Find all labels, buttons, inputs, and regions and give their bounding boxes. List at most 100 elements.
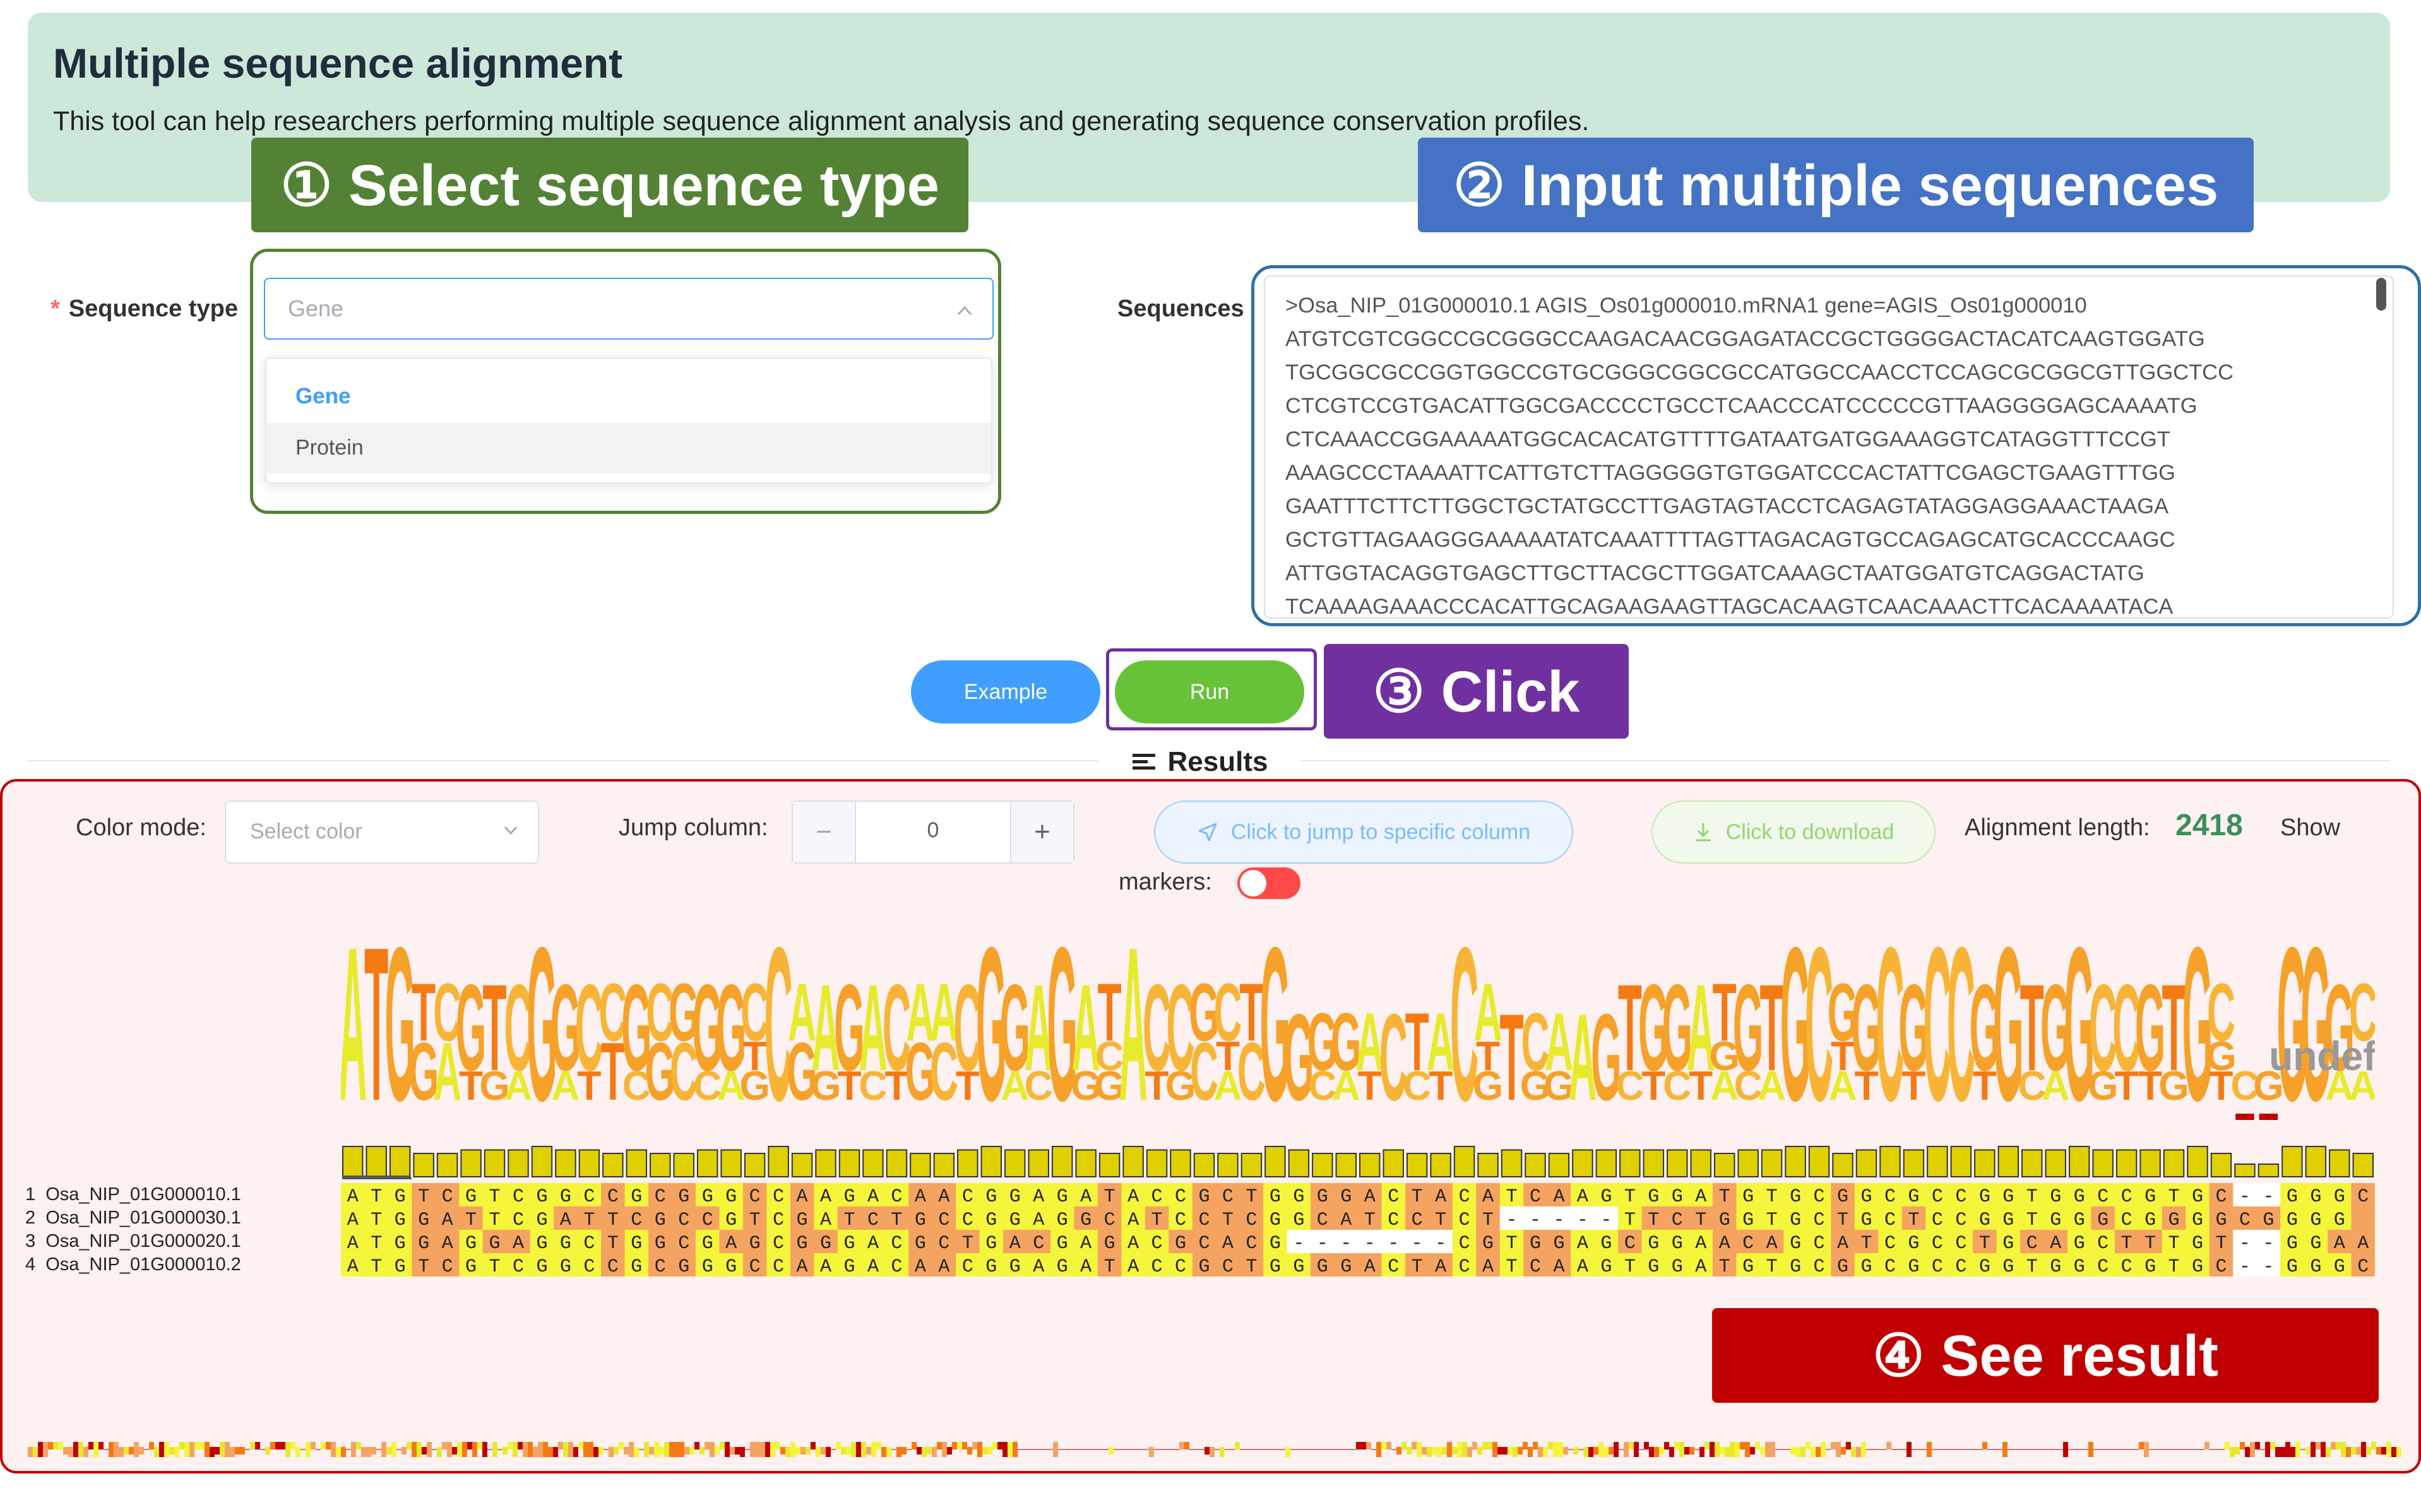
overview-tick	[2285, 1442, 2290, 1457]
logo-letter: G	[1970, 959, 2001, 1097]
logo-letter: G	[1307, 996, 1338, 1088]
overview-tick	[1603, 1447, 1609, 1457]
alignment-cell	[2351, 1183, 2375, 1206]
overview-tick	[1720, 1447, 1725, 1455]
overview-gap	[1139, 1449, 1144, 1450]
conservation-bar	[1406, 1153, 1428, 1177]
alignment-letter: T	[371, 1256, 382, 1278]
example-button[interactable]: Example	[911, 660, 1100, 723]
alignment-cell	[1405, 1230, 1429, 1253]
alignment-letter: T	[2168, 1186, 2180, 1208]
overview-tick	[1851, 1447, 1856, 1457]
alignment-cell	[861, 1253, 886, 1277]
alignment-letter: C	[2357, 1186, 2369, 1208]
alignment-cell	[790, 1206, 814, 1230]
stepper-minus-button[interactable]: −	[793, 802, 856, 862]
alignment-cell	[695, 1183, 720, 1206]
alignment-letter: G	[1908, 1186, 1919, 1208]
alignment-cell	[2209, 1230, 2234, 1253]
alignment-cell	[956, 1206, 980, 1230]
overview-gap	[1093, 1449, 1098, 1450]
conservation-bar	[484, 1149, 506, 1177]
overview-tick	[2386, 1442, 2391, 1457]
chevron-up-icon[interactable]	[953, 299, 976, 322]
alignment-letter: A	[1033, 1210, 1044, 1231]
logo-letter: C	[1095, 1033, 1124, 1079]
alignment-cell	[1689, 1183, 1713, 1206]
alignment-cell	[1429, 1206, 1453, 1230]
logo-letter: G	[905, 1026, 936, 1117]
option-gene-label: Gene	[295, 384, 351, 408]
logo-letter: C	[670, 1026, 698, 1117]
alignment-cell	[2304, 1183, 2328, 1206]
alignment-cell	[814, 1183, 838, 1206]
overview-tick	[290, 1442, 295, 1449]
overview-gap	[1159, 1449, 1164, 1450]
sequence-type-select[interactable]	[264, 278, 994, 340]
logo-letter: C	[1734, 1063, 1763, 1109]
alignment-letter: A	[513, 1233, 524, 1254]
overview-tick	[901, 1447, 907, 1455]
logo-letter: G	[1638, 959, 1669, 1097]
logo-letter: C	[953, 959, 982, 1097]
toggle-knob	[1240, 870, 1266, 896]
alignment-letter: -	[1577, 1210, 1588, 1231]
alignment-cell	[1287, 1206, 1311, 1230]
alignment-cell	[1523, 1206, 1548, 1230]
alignment-overview-strip[interactable]	[28, 1442, 2401, 1457]
alignment-letter: C	[867, 1210, 879, 1231]
overview-tick	[1477, 1447, 1482, 1455]
alignment-cell	[1736, 1206, 1761, 1230]
jump-column-input[interactable]: 0	[927, 818, 939, 842]
logo-letter: T	[1429, 1063, 1453, 1109]
alignment-letter: C	[1932, 1256, 1943, 1278]
logo-letter: A	[1213, 1063, 1242, 1109]
jump-to-column-button[interactable]: Click to jump to specific column	[1154, 801, 1573, 864]
overview-tick	[1765, 1442, 1770, 1457]
alignment-letter: C	[891, 1186, 902, 1208]
alignment-cell	[2304, 1230, 2328, 1253]
option-gene[interactable]: Gene	[266, 375, 991, 422]
alignment-cell	[908, 1206, 933, 1230]
alignment-cell	[695, 1230, 720, 1253]
overview-tick	[437, 1447, 442, 1457]
alignment-cell	[1311, 1183, 1335, 1206]
logo-letter: C	[1521, 996, 1549, 1088]
overview-tick	[422, 1447, 427, 1455]
overview-tick	[1563, 1447, 1568, 1455]
overview-gap	[2169, 1449, 2174, 1450]
alignment-cell	[1618, 1206, 1643, 1230]
alignment-letter: G	[1340, 1186, 1352, 1208]
alignment-cell	[672, 1206, 696, 1230]
alignment-letter: A	[1435, 1256, 1446, 1278]
alignment-letter: C	[1198, 1233, 1210, 1254]
alignment-cell	[554, 1253, 578, 1277]
alignment-letter: G	[1293, 1210, 1304, 1231]
overview-tick	[270, 1442, 275, 1449]
overview-gap	[1785, 1449, 1790, 1450]
overview-tick	[1841, 1447, 1846, 1455]
overview-tick	[1205, 1447, 1210, 1455]
run-button[interactable]: Run	[1115, 660, 1304, 723]
conservation-bar	[1430, 1153, 1451, 1177]
sequences-textarea[interactable]	[1264, 275, 2394, 619]
alignment-letter: C	[1151, 1186, 1163, 1208]
download-button[interactable]: Click to download	[1651, 801, 1936, 864]
color-mode-select[interactable]	[225, 801, 539, 864]
alignment-cell	[601, 1206, 626, 1230]
chevron-down-icon[interactable]	[501, 821, 520, 840]
stepper-plus-button[interactable]: +	[1010, 802, 1073, 862]
overview-gap	[2013, 1449, 2018, 1450]
logo-letter: A	[1828, 1063, 1857, 1109]
logo-letter: A	[811, 959, 840, 1097]
alignment-letter: A	[1080, 1256, 1092, 1278]
conservation-bar	[389, 1146, 411, 1177]
option-protein[interactable]: Protein	[266, 423, 991, 473]
alignment-letter: G	[1672, 1256, 1683, 1278]
alignment-letter: T	[489, 1210, 501, 1231]
alignment-letter: C	[2121, 1256, 2133, 1278]
conservation-bar	[578, 1149, 600, 1177]
textarea-scrollbar[interactable]	[2376, 278, 2386, 311]
overview-tick	[528, 1442, 533, 1457]
alignment-letter: -	[1506, 1210, 1518, 1231]
